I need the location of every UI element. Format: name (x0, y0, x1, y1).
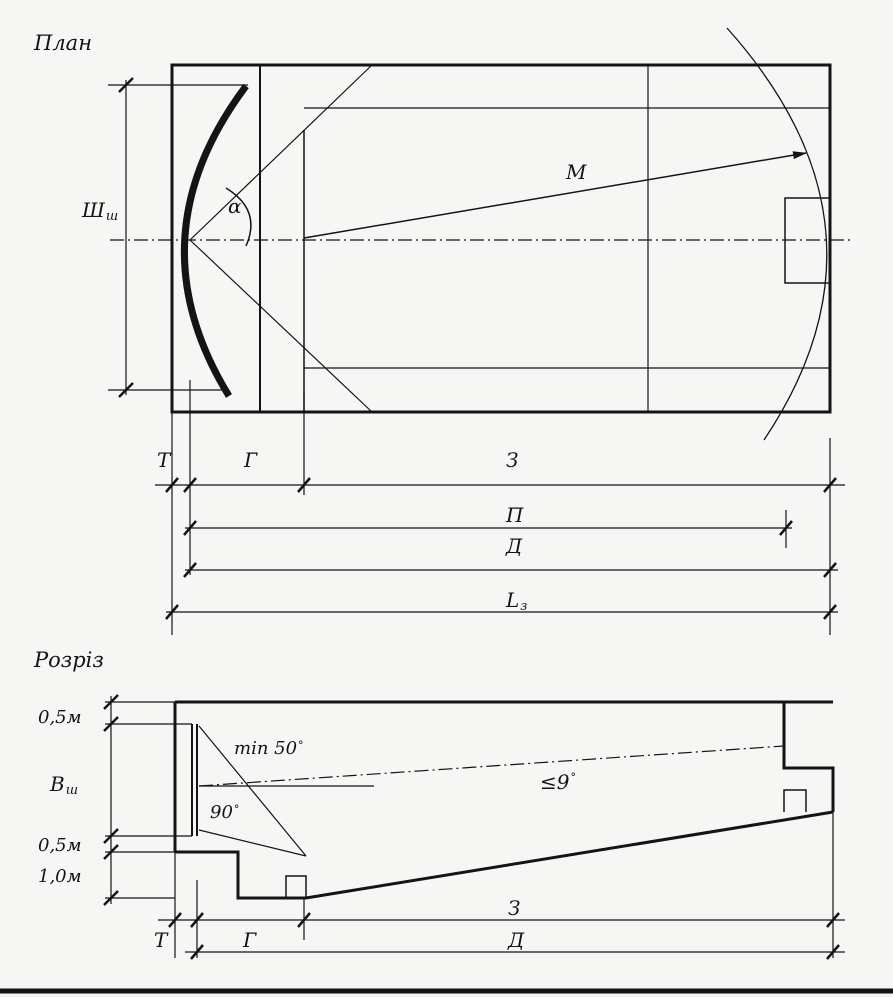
section-view (103, 694, 845, 960)
distance-label: М (566, 160, 587, 184)
right-angle-label: 90° (210, 804, 239, 822)
screen-height-sub: ш (65, 783, 79, 798)
plan-view-angle-lower (189, 239, 373, 413)
section-tick (103, 828, 119, 844)
stage-height-label: 1,0м (38, 866, 82, 887)
plan-tick (779, 520, 793, 536)
slope-value: 9 (556, 770, 570, 794)
width-label: Шш (82, 200, 118, 223)
plan-screen-curve (180, 83, 249, 398)
section-tick (826, 912, 840, 928)
top-offset-label: 0,5м (38, 707, 82, 728)
plan-tick (183, 477, 197, 493)
right-angle-degree: ° (233, 803, 240, 816)
plan-t-label: Т (157, 448, 171, 472)
section-sightline-top (198, 725, 307, 857)
section-booth-outline (782, 702, 835, 812)
plan-distance-arc (726, 27, 828, 441)
min-angle-text: min 50 (234, 738, 298, 759)
section-floor (175, 810, 834, 900)
plan-l-label-sub: з (520, 599, 528, 614)
plan-tick (823, 562, 837, 578)
section-stage-step (285, 875, 307, 899)
plan-z-label: З (506, 448, 519, 472)
min-angle-label: min 50° (234, 740, 304, 758)
plan-view-angle-upper (189, 64, 373, 241)
section-title: Розріз (34, 648, 104, 672)
plan-alpha-arc (225, 187, 252, 247)
bottom-offset-label: 0,5м (38, 835, 82, 856)
section-t-label: Т (154, 928, 168, 952)
plan-hall-outline (170, 63, 832, 414)
section-tick (103, 890, 119, 906)
section-tick (103, 844, 119, 860)
slope-prefix: ≤ (540, 770, 557, 794)
screen-height-main: В (50, 772, 65, 796)
plan-width-tick-bottom (118, 382, 134, 398)
plan-tick (297, 477, 311, 493)
section-tick (190, 912, 204, 928)
section-g-label: Г (243, 928, 257, 952)
section-projector (783, 789, 807, 812)
plan-tick (165, 477, 179, 493)
section-tick (168, 912, 182, 928)
screen-height-label: Вш (50, 774, 78, 797)
width-label-main: Ш (82, 198, 105, 222)
plan-tick (183, 520, 197, 536)
plan-g-label: Г (244, 448, 258, 472)
alpha-angle-label: α (228, 194, 242, 218)
plan-view (108, 27, 852, 635)
min-angle-degree: ° (298, 739, 304, 752)
section-tick (190, 944, 204, 960)
plan-l-label: Lз (506, 590, 527, 613)
section-tick (103, 694, 119, 710)
section-z-label: З (508, 896, 521, 920)
plan-tick (823, 604, 837, 620)
section-projection-ray (198, 745, 785, 787)
plan-tick (165, 604, 179, 620)
section-sightline-bottom (198, 829, 307, 857)
section-tick (103, 716, 119, 732)
plan-p-label: П (506, 503, 524, 527)
plan-distance-arrow (303, 151, 807, 239)
plan-l-label-main: L (506, 588, 520, 612)
section-tick (297, 912, 311, 928)
plan-width-tick-top (118, 77, 134, 93)
section-d-label: Д (508, 928, 525, 952)
slope-degree: ° (570, 771, 577, 784)
plan-tick (183, 562, 197, 578)
width-label-sub: ш (105, 209, 119, 224)
plan-d-label: Д (506, 534, 523, 558)
plan-tick (823, 477, 837, 493)
right-angle-value: 90 (210, 802, 233, 823)
slope-label: ≤9° (540, 772, 576, 792)
plan-title: План (34, 31, 93, 55)
plan-projection-booth (784, 197, 831, 284)
section-tick (826, 944, 840, 960)
